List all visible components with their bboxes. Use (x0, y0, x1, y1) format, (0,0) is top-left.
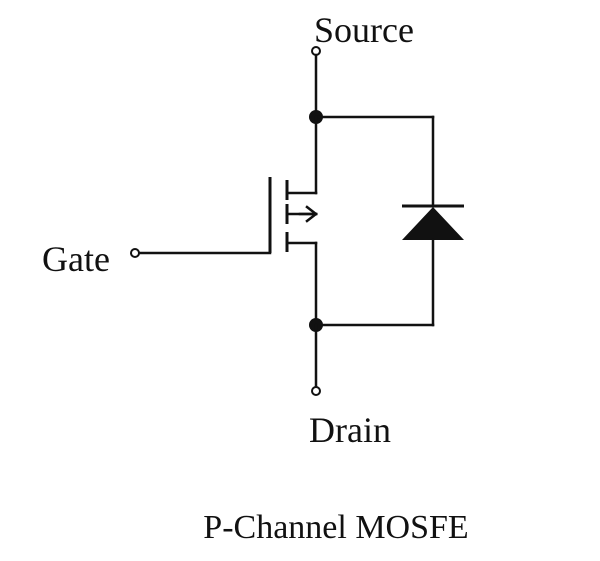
source-node (309, 110, 435, 124)
body-diode-icon (402, 115, 464, 327)
gate-label: Gate (42, 239, 110, 279)
drain-label: Drain (309, 410, 391, 450)
mosfet-channel (285, 115, 318, 327)
drain-node (309, 318, 435, 332)
p-channel-arrow-icon (298, 205, 319, 223)
caption: P-Channel MOSFE (203, 509, 468, 546)
source-terminal (311, 46, 321, 119)
source-label: Source (314, 10, 414, 50)
gate-plate (137, 177, 272, 255)
drain-terminal (311, 323, 321, 396)
gate-terminal (130, 248, 140, 258)
